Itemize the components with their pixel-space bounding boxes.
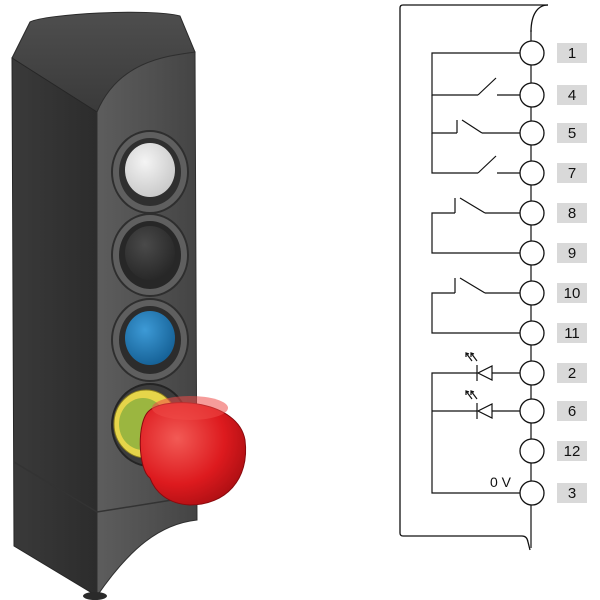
terminal-3-circle <box>519 480 545 506</box>
black-button[interactable] <box>111 213 189 297</box>
terminal-11-circle <box>519 320 545 346</box>
housing-foot <box>83 592 107 600</box>
housing-side <box>11 57 98 597</box>
terminal-6-circle <box>519 398 545 424</box>
wiring-schematic: 0 V 1 4 5 7 8 9 10 11 2 6 12 3 <box>399 4 587 551</box>
white-button[interactable] <box>111 130 189 214</box>
terminal-12-circle <box>519 438 545 464</box>
contact-5-7 <box>431 133 520 174</box>
terminal-9-circle <box>519 240 545 266</box>
led-circuit <box>431 372 520 494</box>
terminal-12-label-box <box>557 441 587 461</box>
terminal-12-label: 12 <box>564 443 581 460</box>
terminal-11-label: 11 <box>564 325 580 342</box>
terminal-3-label: 3 <box>568 485 576 502</box>
terminal-5-label: 5 <box>568 125 576 142</box>
terminal-10-label-box <box>557 283 587 303</box>
terminal-2-circle <box>519 360 545 386</box>
led-2-icon <box>465 352 493 381</box>
terminal-1-label: 1 <box>568 45 576 62</box>
led-6-icon <box>465 390 493 419</box>
terminal-5-label-box <box>557 123 587 143</box>
terminal-7-label-box <box>557 163 587 183</box>
terminal-8-circle <box>519 200 545 226</box>
terminal-2-label: 2 <box>568 365 576 382</box>
terminal-9-label-box <box>557 243 587 263</box>
terminal-8-label-box <box>557 203 587 223</box>
terminal-7-label: 7 <box>568 165 576 182</box>
enclosure-outline <box>399 4 548 551</box>
terminal-11-label-box <box>557 323 587 343</box>
blue-button[interactable] <box>111 298 189 382</box>
enclosure-right-edge <box>530 4 549 33</box>
emergency-stop-button[interactable] <box>111 383 247 506</box>
terminal-4-label-box <box>557 85 587 105</box>
terminal-8-label: 8 <box>568 205 576 222</box>
terminal-7-circle <box>519 160 545 186</box>
ground-label: 0 V <box>490 474 512 490</box>
pushbutton-station <box>11 11 247 600</box>
terminal-5-circle <box>519 120 545 146</box>
contact-10-11 <box>431 277 520 334</box>
contact-1-5 <box>431 95 520 134</box>
terminal-6-label-box <box>557 401 587 421</box>
terminal-3-label-box <box>557 483 587 503</box>
terminal-4-circle <box>519 82 545 108</box>
terminal-1-circle <box>519 40 545 66</box>
terminal-1-label-box <box>557 43 587 63</box>
housing-joint <box>13 461 198 513</box>
terminal-6-label: 6 <box>568 403 576 420</box>
terminal-4-label: 4 <box>568 87 576 104</box>
terminal-10-label: 10 <box>564 285 581 302</box>
contact-1-4 <box>431 52 520 96</box>
contact-8-9 <box>431 197 520 254</box>
terminal-block: 1 4 5 7 8 9 10 11 2 6 12 3 <box>519 40 587 506</box>
terminal-2-label-box <box>557 363 587 383</box>
terminal-9-label: 9 <box>568 245 576 262</box>
terminal-10-circle <box>519 280 545 306</box>
